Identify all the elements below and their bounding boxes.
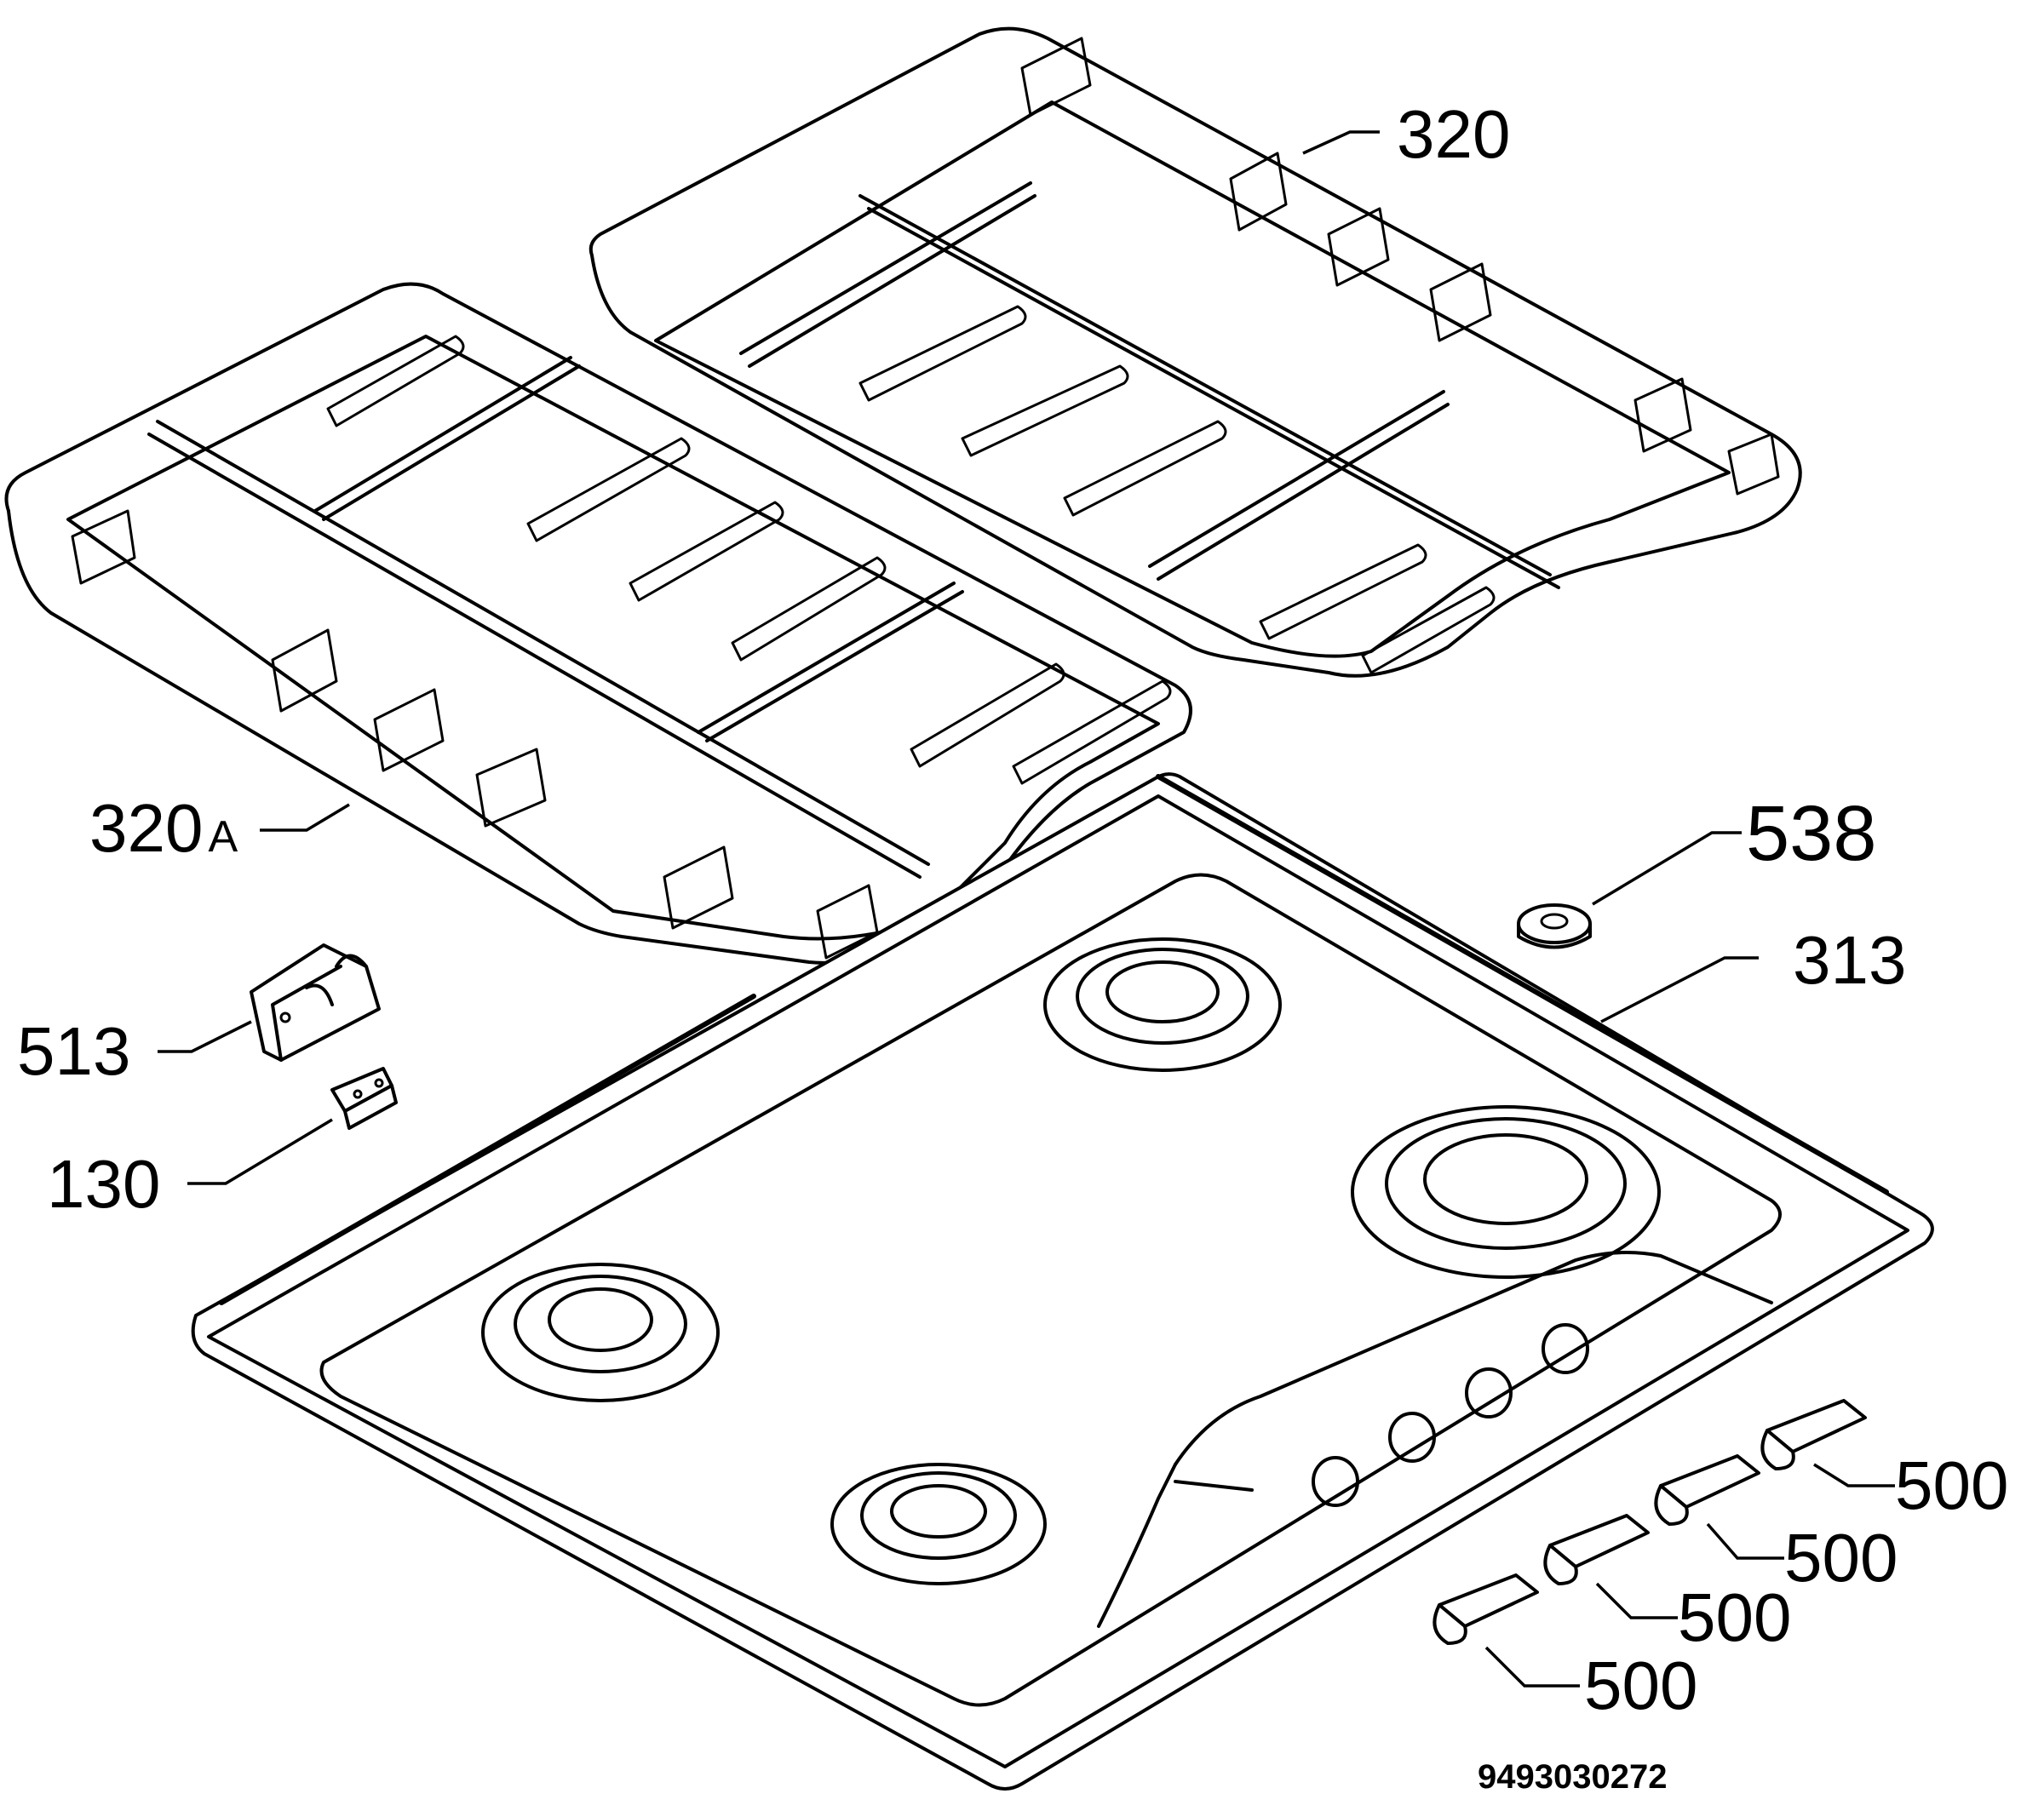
burner-right: [1351, 1105, 1661, 1279]
bracket-513: [250, 943, 381, 1062]
label-320a-suffix: A: [208, 812, 238, 862]
knob-hole: [1312, 1456, 1359, 1507]
knob-500: [1543, 1514, 1650, 1585]
drawing-code: 9493030272: [1478, 1758, 1667, 1796]
burner-cap-538: [1517, 903, 1592, 949]
label-320: 320: [1397, 96, 1510, 172]
label-500-1: 500: [1895, 1447, 2008, 1523]
knob-500: [1760, 1399, 1867, 1470]
burner-left: [481, 1263, 720, 1402]
knob-500: [1654, 1454, 1760, 1526]
leader-lines: [158, 130, 1895, 1688]
knob-hole: [1388, 1412, 1436, 1463]
label-500-3: 500: [1678, 1579, 1791, 1655]
knob-500: [1433, 1573, 1539, 1645]
label-500-4: 500: [1584, 1648, 1697, 1723]
label-500-2: 500: [1784, 1520, 1898, 1596]
label-538: 538: [1746, 790, 1877, 877]
knob-hole: [1542, 1323, 1589, 1374]
pan-support-320: [589, 26, 1802, 678]
burner-rear: [1043, 937, 1282, 1072]
label-513: 513: [17, 1013, 130, 1089]
burner-front: [830, 1463, 1047, 1585]
label-320a-number: 320: [89, 790, 203, 866]
hob-top-313: [191, 772, 1934, 1791]
label-313: 313: [1793, 922, 1906, 998]
label-130: 130: [47, 1146, 160, 1222]
knob-hole: [1465, 1367, 1513, 1418]
block-130: [330, 1067, 398, 1130]
